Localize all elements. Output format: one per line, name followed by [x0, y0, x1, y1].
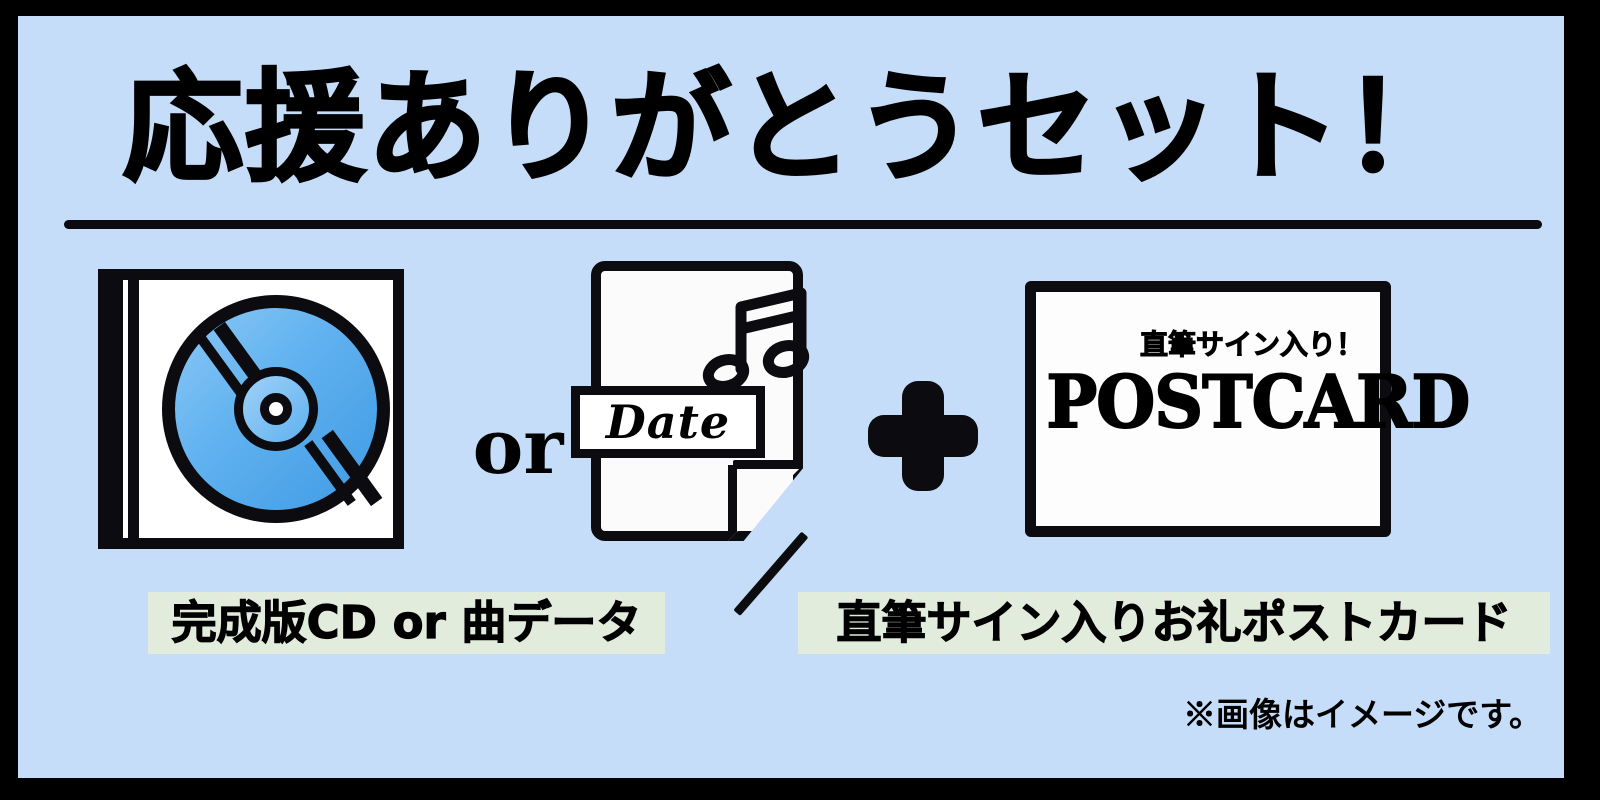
postcard-icon: 直筆サイン入り！ POSTCARD	[1025, 281, 1471, 537]
caption-cd-or-data: 完成版CD or 曲データ	[148, 592, 665, 654]
plus-vertical-bar	[902, 381, 944, 491]
poster-canvas: 応援ありがとうセット！	[18, 16, 1564, 778]
plus-icon	[868, 381, 978, 491]
cd-disc-icon	[162, 295, 390, 523]
music-note-icon	[701, 285, 813, 395]
cd-case-spine	[123, 280, 128, 538]
cd-case-icon	[98, 269, 404, 549]
or-separator-label: or	[472, 402, 564, 491]
date-label-box: Date	[571, 386, 765, 458]
postcard-sub-label: 直筆サイン入り！	[1139, 328, 1364, 361]
image-disclaimer-footnote: ※画像はイメージです。	[1182, 695, 1542, 734]
music-document-icon: Date	[571, 261, 810, 616]
title-underline-rule	[64, 220, 1542, 229]
cd-center-hole	[260, 393, 292, 425]
document-folded-corner	[728, 465, 803, 541]
items-row: or	[18, 261, 1564, 616]
date-label-text: Date	[605, 395, 731, 449]
page-title: 応援ありがとうセット！	[122, 58, 1465, 200]
postcard-main-label: POSTCARD	[1045, 359, 1471, 444]
cd-case-inner	[139, 280, 393, 538]
cd-hub-ring	[234, 367, 318, 451]
caption-signed-postcard: 直筆サイン入りお礼ポストカード	[798, 592, 1550, 654]
document-fold-top-edge	[733, 460, 803, 469]
